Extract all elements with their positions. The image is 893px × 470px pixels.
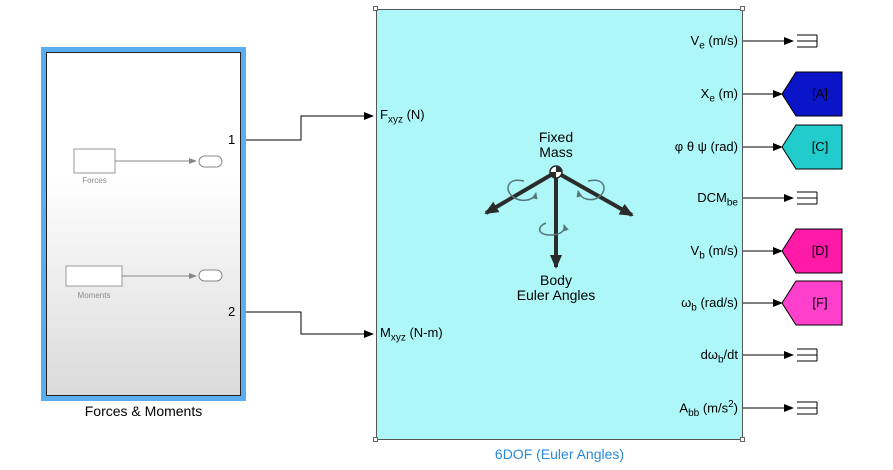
goto-f-shape[interactable] [781, 280, 843, 326]
output-port-vb: Vb (m/s) [691, 243, 738, 262]
dcm-symbol: DCM [697, 190, 727, 205]
resize-handle-top-left[interactable] [373, 6, 378, 11]
goto-a-shape[interactable] [781, 71, 843, 117]
ve-symbol: V [690, 33, 700, 48]
outport-number-2: 2 [228, 304, 236, 319]
ve-sub: e [699, 40, 705, 52]
abb-symbol: A [679, 400, 689, 416]
moments-sub: xyz [390, 332, 406, 344]
forces-mini-block-box [73, 148, 116, 174]
goto-a-label: [A] [812, 86, 828, 101]
forces-unit: (N) [406, 107, 425, 122]
xe-unit: (m) [718, 86, 739, 101]
ve-terminator[interactable] [797, 34, 818, 48]
center-euler-label: Euler Angles [516, 287, 596, 303]
rotation-z-icon [538, 222, 569, 236]
output-port-abb: Abb (m/s2) [679, 399, 738, 419]
moments-mini-label: Moments [77, 291, 111, 300]
output-port-wb: ωb (rad/s) [681, 295, 738, 314]
center-fixed-label: Fixed [538, 129, 574, 145]
output-port-xe: Xe (m) [701, 86, 738, 105]
vb-symbol: V [690, 243, 700, 258]
goto-c-shape[interactable] [781, 124, 843, 170]
goto-c-label: [C] [811, 139, 829, 154]
rotation-x-icon [507, 179, 538, 201]
euler-text: φ θ ψ (rad) [674, 139, 738, 154]
vb-sub: b [699, 250, 705, 262]
center-bottom-text: Body Euler Angles [486, 273, 626, 303]
forces-symbol: F [380, 107, 388, 122]
center-top-text: Fixed Mass [496, 130, 616, 160]
input-port-moments: Mxyz (N-m) [380, 325, 443, 344]
xe-sub: e [709, 93, 715, 105]
outport-number-1: 1 [228, 132, 236, 147]
dcm-terminator[interactable] [797, 191, 818, 205]
wb-sub: b [691, 302, 697, 314]
wb-symbol: ω [681, 295, 692, 310]
y-axis-arrow [555, 170, 634, 217]
resize-handle-bottom-right[interactable] [740, 437, 745, 442]
resize-handle-bottom-left[interactable] [373, 437, 378, 442]
forces-sub: xyz [387, 114, 403, 126]
moments-mini-block-box [65, 265, 123, 287]
output-port-euler: φ θ ψ (rad) [675, 139, 738, 154]
subsystem-name[interactable]: Forces & Moments [84, 403, 203, 419]
output-port-ve: Ve (m/s) [691, 33, 738, 52]
moments-mini-port [198, 269, 223, 282]
goto-d-shape[interactable] [781, 228, 843, 274]
sixdof-block[interactable] [376, 9, 743, 440]
center-mass-label: Mass [539, 144, 573, 160]
abb-sup: 2 [728, 399, 734, 410]
sixdof-block-name[interactable]: 6DOF (Euler Angles) [494, 446, 625, 462]
moments-symbol: M [380, 325, 391, 340]
moments-signal-line[interactable] [241, 311, 374, 338]
abb-sub: bb [688, 407, 700, 419]
dwb-symbol: dω [700, 347, 718, 362]
dwb-unit: /dt [723, 347, 738, 362]
ve-unit: (m/s) [708, 33, 738, 48]
wb-unit: (rad/s) [700, 295, 738, 310]
rotation-y-icon [576, 179, 605, 201]
vb-unit: (m/s) [708, 243, 738, 258]
abb-terminator[interactable] [797, 401, 818, 415]
dwb-sub: b [717, 354, 724, 366]
output-port-dwb: dωb/dt [701, 347, 738, 366]
forces-moments-subsystem[interactable] [46, 52, 241, 396]
xe-symbol: X [700, 86, 710, 101]
forces-mini-label: Forces [82, 176, 107, 185]
forces-signal-line[interactable] [241, 112, 374, 141]
resize-handle-top-right[interactable] [740, 6, 745, 11]
x-axis-arrow [484, 170, 558, 215]
output-port-dcm: DCMbe [697, 190, 738, 209]
dcm-sub: be [726, 197, 738, 209]
goto-d-label: [D] [811, 243, 829, 258]
input-port-forces: Fxyz (N) [380, 107, 425, 126]
abb-close: ) [733, 400, 738, 416]
goto-f-label: [F] [812, 295, 828, 310]
center-body-label: Body [540, 272, 572, 288]
moments-unit: (N-m) [409, 325, 443, 340]
body-axes-icon [484, 165, 634, 269]
abb-unit: (m/s [702, 400, 729, 416]
forces-mini-port [198, 155, 223, 168]
dwb-terminator[interactable] [797, 348, 818, 362]
